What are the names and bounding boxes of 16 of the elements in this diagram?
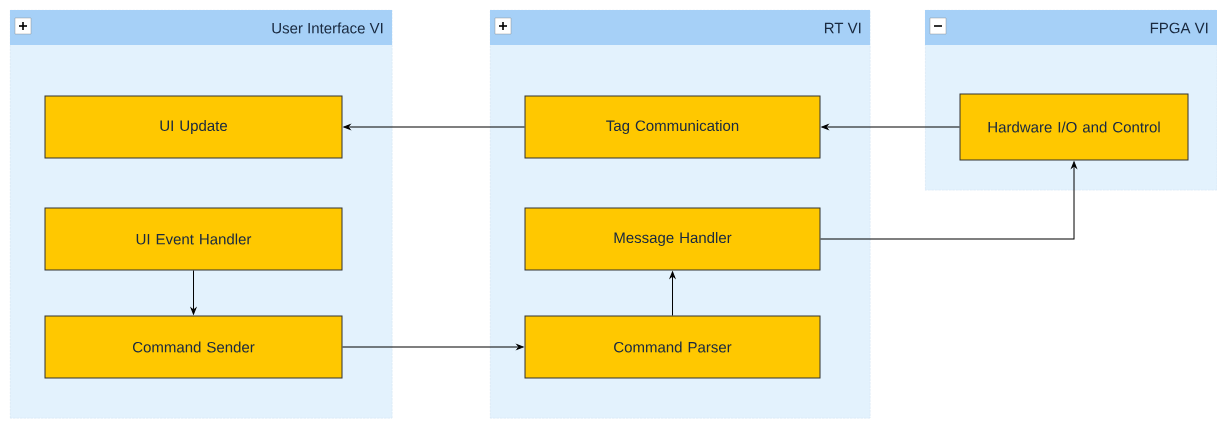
panel-title: FPGA VI bbox=[1150, 22, 1208, 34]
process-box: Command Parser bbox=[524, 315, 821, 379]
process-box: Message Handler bbox=[524, 207, 821, 271]
process-box: Tag Communication bbox=[524, 95, 821, 159]
arrow bbox=[190, 270, 197, 315]
arrow bbox=[820, 161, 1077, 240]
process-box: UI Event Handler bbox=[44, 207, 343, 271]
arrow bbox=[669, 271, 676, 316]
process-box: UI Update bbox=[44, 95, 343, 159]
arrow bbox=[342, 344, 524, 350]
process-box: Command Sender bbox=[44, 315, 343, 379]
panel-title: RT VI bbox=[824, 22, 861, 34]
panel-title: User Interface VI bbox=[272, 22, 383, 34]
arrow bbox=[343, 124, 525, 130]
arrow bbox=[821, 124, 960, 130]
process-box: Hardware I/O and Control bbox=[959, 93, 1189, 161]
